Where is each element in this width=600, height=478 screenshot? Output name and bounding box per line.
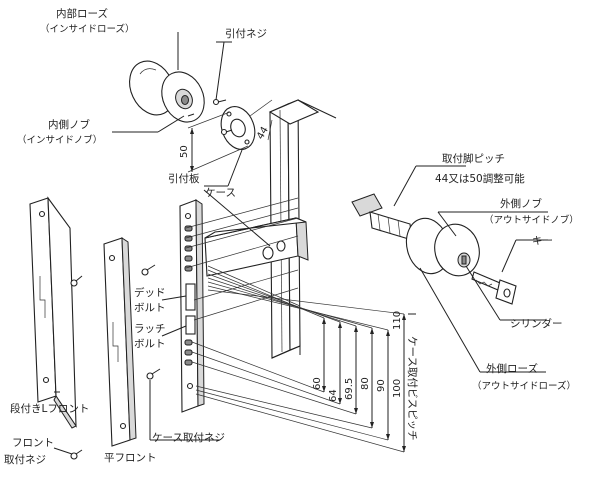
label-case-screw: ケース取付ネジ	[152, 431, 225, 444]
label-key: キー	[532, 235, 553, 247]
flat-front-plate	[103, 237, 137, 447]
label-inner-knob: 内側ノブ	[48, 118, 90, 131]
label-dead-bolt-1: デッド	[134, 286, 166, 299]
label-dead-bolt-2: ボルト	[134, 302, 166, 314]
label-latch-bolt-2: ボルト	[134, 338, 166, 350]
outer-knob-assembly	[351, 193, 517, 305]
latch-holes	[184, 339, 193, 366]
label-mount-plate: 引付板	[168, 172, 200, 185]
spindle	[369, 211, 413, 241]
label-outer-rose: 外側ローズ	[486, 362, 538, 375]
case-pitch-dimensions: 60 64 69.5 80 90 100 110	[312, 311, 416, 452]
label-inner-rose: 内部ローズ	[56, 7, 108, 20]
label-mount-screw: 引付ネジ	[225, 27, 267, 40]
label-outer-knob: 外側ノブ	[500, 197, 542, 210]
label-mount-leg-pitch: 取付脚ピッチ	[442, 152, 505, 165]
dim-90: 90	[376, 379, 387, 392]
label-cylinder: シリンダー	[510, 317, 563, 330]
front-screw-upper	[70, 275, 83, 287]
dead-bolt-holes	[184, 225, 193, 272]
inner-knob-assembly	[129, 60, 205, 123]
mount-leg-tab	[351, 193, 383, 217]
label-pitch-note: 44又は50調整可能	[435, 172, 525, 185]
label-latch-bolt-1: ラッチ	[134, 323, 166, 335]
front-screw-lower	[70, 449, 83, 460]
latch-bolt	[185, 315, 196, 335]
label-case-pitch: ケース取付ビスピッチ	[406, 336, 419, 440]
faceplate-case-front	[179, 199, 205, 413]
case-screw-upper	[141, 264, 156, 276]
label-case: ケース	[205, 187, 236, 199]
labels: 内部ローズ （インサイドローズ） 引付ネジ 内側ノブ （インサイドノブ） 引付板…	[4, 7, 579, 466]
dead-bolt	[185, 283, 196, 311]
label-outer-rose-sub: （アウトサイドローズ）	[472, 380, 576, 392]
case-screw-lower	[146, 368, 161, 380]
dim-69-5: 69.5	[344, 378, 355, 400]
label-stepped-front: 段付きLフロント	[10, 402, 89, 415]
projection-lines	[185, 99, 405, 453]
stepped-l-front-plate	[29, 196, 77, 429]
label-outer-knob-sub: （アウトサイドノブ）	[484, 214, 579, 226]
key	[471, 271, 517, 305]
screws	[70, 264, 161, 460]
dim-80: 80	[360, 377, 371, 390]
dim-100: 100	[392, 379, 403, 398]
label-inner-knob-sub: （インサイドノブ）	[17, 134, 102, 146]
dim-44: 44	[255, 125, 271, 142]
label-front-screw-2: 取付ネジ	[4, 453, 46, 466]
label-flat-front: 平フロント	[104, 452, 157, 464]
label-front-screw-1: フロント	[12, 437, 54, 449]
leader-lines	[53, 32, 548, 455]
dim-110: 110	[392, 311, 403, 330]
dim-60: 60	[312, 377, 323, 390]
dim-64: 64	[328, 389, 339, 402]
dim-50: 50	[179, 145, 190, 158]
mount-plate	[220, 106, 256, 150]
label-inner-rose-sub: （インサイドローズ）	[40, 23, 135, 35]
